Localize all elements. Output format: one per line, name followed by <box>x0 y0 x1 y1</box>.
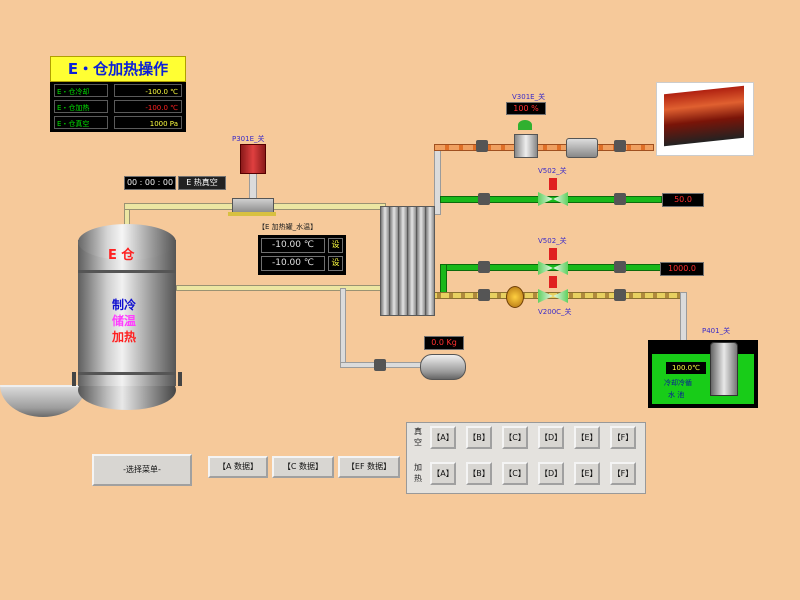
vacuum-f-button[interactable]: 【F】 <box>610 426 636 449</box>
heat-d-button[interactable]: 【D】 <box>538 462 564 485</box>
v502-mid-readout: 1000.0 <box>660 262 704 276</box>
param-value: 1000 Pa <box>114 116 182 129</box>
valve-v502-tag: V502_关 <box>538 167 567 175</box>
pipe-hx-riser <box>434 145 441 215</box>
tank-band <box>78 372 176 375</box>
pipe-green-2-drop <box>440 264 447 294</box>
collector-dish <box>0 385 86 417</box>
pump-p301-tag: P301E_关 <box>232 135 265 143</box>
heat-panel-value: -10.00 ℃ <box>261 238 325 253</box>
param-row: E・仓冷却 -100.0 ℃ <box>52 84 184 98</box>
tank-band <box>78 270 176 273</box>
parameter-panel: E・仓冷却 -100.0 ℃ E・仓加热 -100.0 ℃ E・仓真空 1000… <box>50 82 186 132</box>
pump-p401-icon[interactable] <box>710 342 738 396</box>
hand-valve-icon[interactable] <box>614 261 626 273</box>
heat-panel-title: 【E 加热罐_水温】 <box>258 223 318 231</box>
v502-top-readout: 50.0 <box>662 193 704 207</box>
valve-v502-tag: V502_关 <box>538 237 567 245</box>
heat-exchanger[interactable] <box>380 206 440 316</box>
data-c-button[interactable]: 【C 数据】 <box>272 456 334 478</box>
tank-mode-storage: 储温 <box>112 314 137 328</box>
vacuum-a-button[interactable]: 【A】 <box>430 426 456 449</box>
heat-panel-value: -10.00 ℃ <box>261 256 325 271</box>
valve-v502-actuator[interactable] <box>549 178 557 190</box>
data-ef-button[interactable]: 【EF 数据】 <box>338 456 400 478</box>
vacuum-e-button[interactable]: 【E】 <box>574 426 600 449</box>
valve-v200c-body[interactable] <box>538 289 568 303</box>
tank-mode-heating: 加热 <box>112 330 137 344</box>
hand-valve-icon[interactable] <box>614 193 626 205</box>
param-value: -100.0 ℃ <box>114 84 182 97</box>
heat-panel-set-button[interactable]: 设 <box>328 256 343 271</box>
valve-v301e-actuator[interactable] <box>518 120 532 130</box>
valve-v301e-readout: 100 % <box>506 102 546 115</box>
grid-row-label: 真空 <box>414 427 422 447</box>
tank-leg <box>72 372 76 386</box>
tank-mode-cooling: 制冷 <box>112 298 137 312</box>
hand-valve-icon[interactable] <box>478 261 490 273</box>
pump-p301-icon[interactable] <box>240 144 266 174</box>
receiver-readout: 0.0 Kg <box>424 336 464 350</box>
valve-v200c-tag: V200C_关 <box>538 308 572 316</box>
timer-display: 00 : 00 : 00 <box>124 176 176 190</box>
param-value: -100.0 ℃ <box>114 100 182 113</box>
param-row: E・仓加热 -100.0 ℃ <box>52 100 184 114</box>
pipe-tank-side <box>176 285 382 291</box>
heat-panel: -10.00 ℃ 设 -10.00 ℃ 设 <box>258 235 346 275</box>
tank-name: E 仓 <box>108 248 135 263</box>
heat-e-button[interactable]: 【E】 <box>574 462 600 485</box>
hand-valve-icon[interactable] <box>374 359 386 371</box>
pump-p301-foot <box>228 212 276 216</box>
param-label: E・仓冷却 <box>54 84 108 97</box>
pool-label-1: 冷却冷循 <box>664 379 692 387</box>
pool-temperature: 100.0℃ <box>666 362 706 374</box>
hand-valve-icon[interactable] <box>478 193 490 205</box>
param-row: E・仓真空 1000 Pa <box>52 116 184 130</box>
cooling-pool <box>648 340 758 408</box>
hand-valve-icon[interactable] <box>614 140 626 152</box>
pipe-receiver-drop <box>340 288 346 368</box>
heat-b-button[interactable]: 【B】 <box>466 462 492 485</box>
strainer-icon <box>566 138 598 158</box>
valve-v502-actuator[interactable] <box>549 248 557 260</box>
data-a-button[interactable]: 【A 数据】 <box>208 456 268 478</box>
hand-valve-icon[interactable] <box>478 289 490 301</box>
hand-valve-icon[interactable] <box>614 289 626 301</box>
grid-row-label: 加热 <box>414 463 422 483</box>
param-label: E・仓真空 <box>54 116 108 129</box>
heat-panel-set-button[interactable]: 设 <box>328 238 343 253</box>
hand-valve-icon[interactable] <box>476 140 488 152</box>
heat-c-button[interactable]: 【C】 <box>502 462 528 485</box>
boiler-icon[interactable] <box>664 85 744 147</box>
pump-p401-tag: P401_关 <box>702 327 731 335</box>
tank-top <box>78 224 176 260</box>
heat-f-button[interactable]: 【F】 <box>610 462 636 485</box>
valve-v200c-actuator[interactable] <box>549 276 557 288</box>
pipe-hot-top <box>434 144 654 151</box>
vacuum-b-button[interactable]: 【B】 <box>466 426 492 449</box>
tank-body[interactable] <box>78 240 176 386</box>
tank-leg <box>178 372 182 386</box>
vacuum-d-button[interactable]: 【D】 <box>538 426 564 449</box>
timer-label-button[interactable]: E 热真空 <box>178 176 226 190</box>
valve-v502-body[interactable] <box>538 192 568 206</box>
valve-v502-body[interactable] <box>538 261 568 275</box>
valve-v301e-body[interactable] <box>514 134 538 158</box>
select-menu-button[interactable]: -选择菜单- <box>92 454 192 486</box>
pool-label-2: 水 池 <box>668 391 685 399</box>
vacuum-c-button[interactable]: 【C】 <box>502 426 528 449</box>
flow-meter-icon <box>506 286 524 308</box>
param-label: E・仓加热 <box>54 100 108 113</box>
receiver-tank[interactable] <box>420 354 466 380</box>
heat-a-button[interactable]: 【A】 <box>430 462 456 485</box>
page-title: E・仓加热操作 <box>50 56 186 82</box>
valve-v301e-tag: V301E_关 <box>512 93 546 101</box>
